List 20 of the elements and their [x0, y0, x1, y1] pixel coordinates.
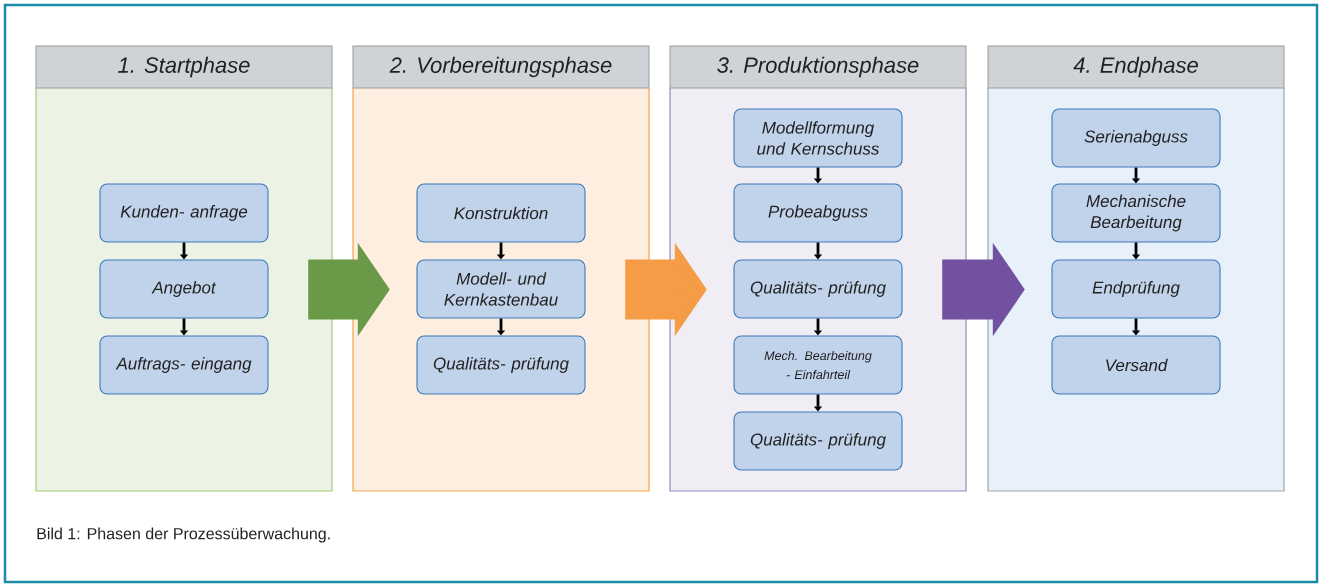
process-box: Modellformung und Kernschuss	[733, 108, 903, 168]
process-box: Mechanische Bearbeitung	[1051, 183, 1221, 243]
process-box: Qualitäts- prüfung	[733, 259, 903, 319]
process-box: Qualitäts- prüfung	[416, 335, 586, 395]
process-box: Qualitäts- prüfung	[733, 411, 903, 471]
process-box: Kunden- anfrage	[99, 183, 269, 243]
process-box: Konstruktion	[416, 183, 586, 243]
process-box: Versand	[1051, 335, 1221, 395]
process-box: Endprüfung	[1051, 259, 1221, 319]
node-label: 1. Startphase	[118, 56, 250, 78]
process-box: Auftrags- eingang	[99, 335, 269, 395]
process-box: Mech. Bearbeitung - Einfahrteil	[733, 335, 903, 395]
node-label: 3. Produktionsphase	[717, 56, 919, 78]
node-label: 4. Endphase	[1073, 56, 1198, 78]
process-box: Angebot	[99, 259, 269, 319]
process-box: Probeabguss	[733, 183, 903, 243]
node-label: 2. Vorbereitungsphase	[389, 56, 612, 78]
caption: Bild 1: Phasen der Prozessüberwachung.	[37, 527, 330, 543]
process-box: Serienabguss	[1051, 108, 1221, 168]
process-box: Modell- und Kernkastenbau	[416, 259, 586, 319]
